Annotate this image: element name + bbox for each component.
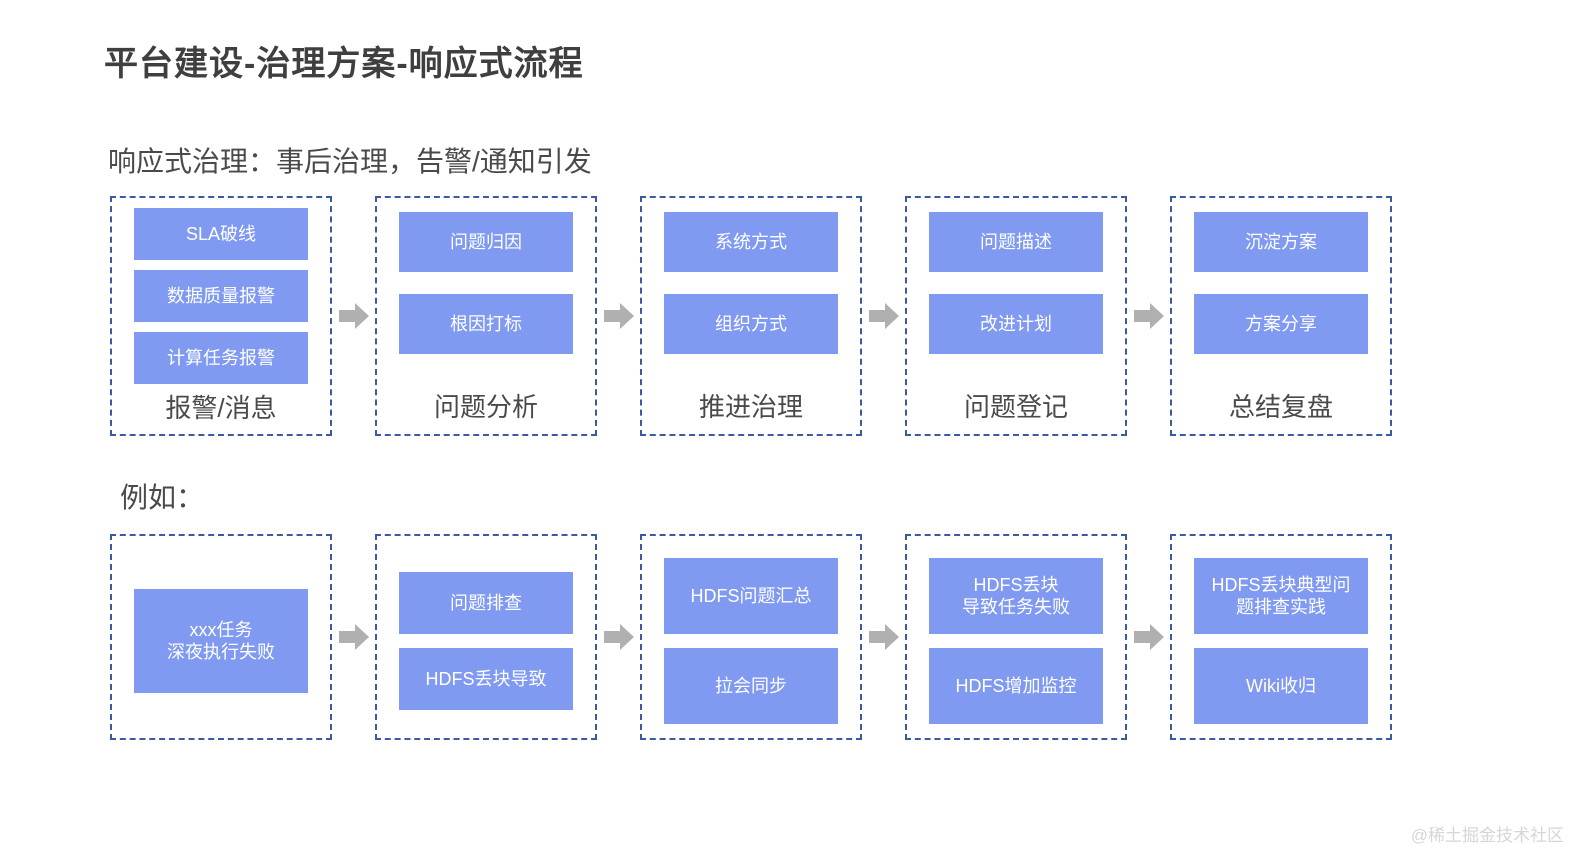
stage-label: 推进治理: [698, 392, 803, 422]
stage-items: 问题排查 HDFS丢块导致: [377, 536, 595, 738]
example-caption: 例如：: [120, 482, 205, 513]
item-box[interactable]: HDFS增加监控: [929, 648, 1103, 724]
item-box[interactable]: 问题排查: [399, 572, 573, 634]
stage-label: 报警/消息: [165, 393, 277, 423]
stage-items: 问题描述 改进计划: [907, 198, 1125, 383]
right-arrow-icon: [1133, 303, 1164, 329]
stage-promote-governance[interactable]: 系统方式 组织方式 推进治理: [640, 196, 862, 436]
stage-items: HDFS问题汇总 拉会同步: [642, 536, 860, 738]
stage-items: xxx任务 深夜执行失败: [112, 536, 330, 738]
item-box[interactable]: 问题归因: [399, 212, 573, 272]
process-flow-row: SLA破线 数据质量报警 计算任务报警 报警/消息 问题归因 根因打标 问题分析…: [110, 196, 1392, 436]
stage-items: 沉淀方案 方案分享: [1172, 198, 1390, 383]
arrow-gap: [1127, 196, 1170, 436]
arrow-gap: [862, 534, 905, 740]
item-box[interactable]: 组织方式: [664, 294, 838, 354]
stage-items: SLA破线 数据质量报警 计算任务报警: [112, 198, 330, 384]
arrow-gap: [332, 196, 375, 436]
example-stage-investigation[interactable]: 问题排查 HDFS丢块导致: [375, 534, 597, 740]
stage-alert-message[interactable]: SLA破线 数据质量报警 计算任务报警 报警/消息: [110, 196, 332, 436]
example-stage-task-failure[interactable]: xxx任务 深夜执行失败: [110, 534, 332, 740]
stage-label: 总结复盘: [1228, 392, 1333, 422]
item-box[interactable]: 数据质量报警: [134, 270, 308, 322]
example-stage-hdfs-summary[interactable]: HDFS问题汇总 拉会同步: [640, 534, 862, 740]
stage-label: 问题登记: [963, 392, 1068, 422]
watermark: @稀土掘金技术社区: [1410, 826, 1564, 845]
item-box[interactable]: HDFS问题汇总: [664, 558, 838, 634]
item-box[interactable]: HDFS丢块导致: [399, 648, 573, 710]
item-box[interactable]: 根因打标: [399, 294, 573, 354]
item-box[interactable]: 问题描述: [929, 212, 1103, 272]
item-box[interactable]: 系统方式: [664, 212, 838, 272]
stage-problem-analysis[interactable]: 问题归因 根因打标 问题分析: [375, 196, 597, 436]
arrow-gap: [597, 534, 640, 740]
reactive-governance-caption: 响应式治理：事后治理，告警/通知引发: [108, 146, 592, 177]
stage-summary-review[interactable]: 沉淀方案 方案分享 总结复盘: [1170, 196, 1392, 436]
stage-items: HDFS丢块 导致任务失败 HDFS增加监控: [907, 536, 1125, 738]
item-box[interactable]: 方案分享: [1194, 294, 1368, 354]
item-box[interactable]: 沉淀方案: [1194, 212, 1368, 272]
item-box[interactable]: xxx任务 深夜执行失败: [134, 589, 308, 693]
example-flow-row: xxx任务 深夜执行失败 问题排查 HDFS丢块导致 HDFS问题汇总 拉会同步: [110, 534, 1392, 740]
arrow-gap: [862, 196, 905, 436]
item-box[interactable]: HDFS丢块 导致任务失败: [929, 558, 1103, 634]
item-box[interactable]: Wiki收归: [1194, 648, 1368, 724]
item-box[interactable]: 改进计划: [929, 294, 1103, 354]
page-title: 平台建设-治理方案-响应式流程: [104, 45, 584, 83]
right-arrow-icon: [338, 624, 369, 650]
item-box[interactable]: 拉会同步: [664, 648, 838, 724]
right-arrow-icon: [603, 303, 634, 329]
item-box[interactable]: HDFS丢块典型问 题排查实践: [1194, 558, 1368, 634]
arrow-gap: [332, 534, 375, 740]
right-arrow-icon: [868, 624, 899, 650]
arrow-gap: [597, 196, 640, 436]
stage-items: 系统方式 组织方式: [642, 198, 860, 383]
arrow-gap: [1127, 534, 1170, 740]
stage-items: HDFS丢块典型问 题排查实践 Wiki收归: [1172, 536, 1390, 738]
example-stage-hdfs-registration[interactable]: HDFS丢块 导致任务失败 HDFS增加监控: [905, 534, 1127, 740]
stage-label: 问题分析: [433, 392, 538, 422]
stage-problem-registration[interactable]: 问题描述 改进计划 问题登记: [905, 196, 1127, 436]
right-arrow-icon: [338, 303, 369, 329]
item-box[interactable]: 计算任务报警: [134, 332, 308, 384]
example-stage-wiki-summary[interactable]: HDFS丢块典型问 题排查实践 Wiki收归: [1170, 534, 1392, 740]
right-arrow-icon: [1133, 624, 1164, 650]
item-box[interactable]: SLA破线: [134, 208, 308, 260]
right-arrow-icon: [603, 624, 634, 650]
stage-items: 问题归因 根因打标: [377, 198, 595, 383]
right-arrow-icon: [868, 303, 899, 329]
